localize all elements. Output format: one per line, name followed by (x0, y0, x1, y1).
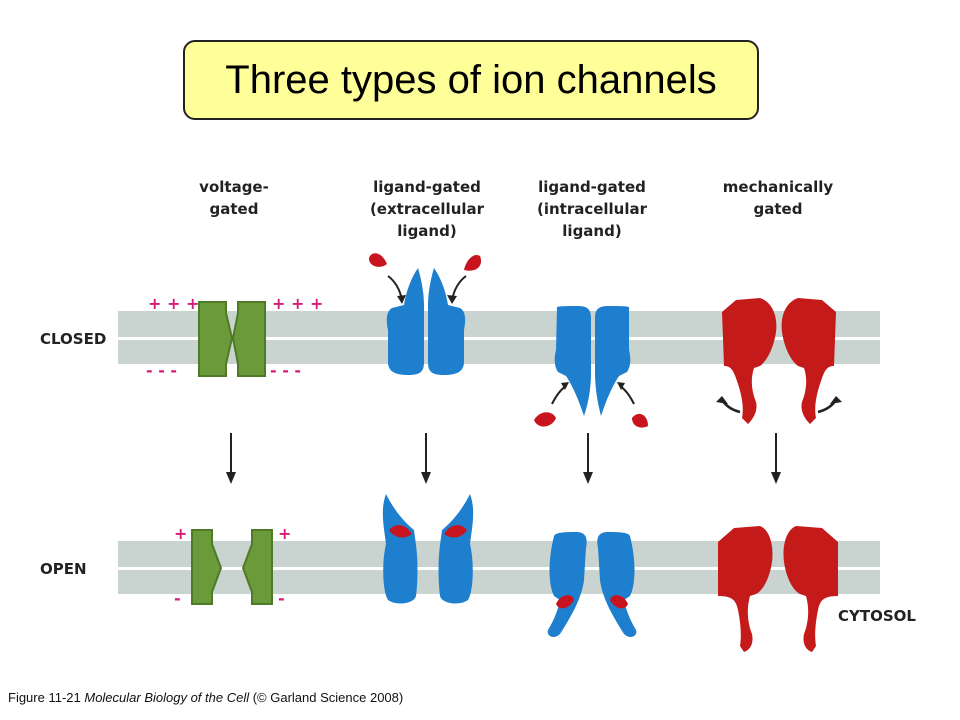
mechanical-channel-closed (722, 298, 836, 424)
down-arrow-icon (226, 472, 236, 484)
svg-text:gated: gated (754, 200, 803, 218)
figure-caption: Figure 11-21 Molecular Biology of the Ce… (8, 690, 403, 705)
arrowhead-icon (830, 396, 842, 404)
positive-charge-left-open: + (174, 524, 187, 543)
down-arrow-icon (583, 472, 593, 484)
negative-charge-left-open: - (174, 589, 181, 608)
svg-text:ligand): ligand) (562, 222, 621, 240)
bound-ligand (444, 525, 467, 538)
caption-book: Molecular Biology of the Cell (84, 690, 250, 705)
down-arrow-icon (771, 472, 781, 484)
label-ligand-gated-intracellular: ligand-gated (intracellular ligand) (537, 178, 648, 240)
row-label-open: OPEN (40, 560, 87, 578)
svg-text:mechanically: mechanically (723, 178, 834, 196)
title-box: Three types of ion channels (183, 40, 759, 120)
svg-text:voltage-: voltage- (199, 178, 269, 196)
voltage-channel-open (191, 529, 273, 605)
label-voltage-gated: voltage- gated (199, 178, 269, 218)
caption-credit: (© Garland Science 2008) (249, 690, 404, 705)
ligand-drop-extra-right (464, 254, 482, 271)
ligand-intra-channel-open (547, 532, 637, 637)
negative-charge-right-open: - (278, 589, 285, 608)
ligand-extra-channel-open (382, 494, 474, 604)
svg-text:gated: gated (210, 200, 259, 218)
svg-text:ligand-gated: ligand-gated (538, 178, 646, 196)
cytosol-label: CYTOSOL (838, 607, 916, 625)
arrow-icon (619, 385, 635, 405)
arrowhead-icon (447, 295, 457, 304)
row-label-closed: CLOSED (40, 330, 106, 348)
svg-text:(extracellular: (extracellular (370, 200, 485, 218)
ligand-drop-extra-left (368, 253, 387, 267)
ligand-drop-intra-right (632, 413, 648, 428)
ligand-intra-channel-closed (554, 306, 631, 416)
ligand-drop-intra-left (534, 412, 556, 427)
arrowhead-icon (397, 295, 406, 304)
arrowhead-icon (561, 382, 569, 390)
negative-charges-left-closed: - - - (146, 361, 177, 380)
positive-charges-left-closed: + + + (148, 294, 199, 313)
svg-text:(intracellular: (intracellular (537, 200, 648, 218)
bound-ligand (389, 525, 412, 538)
arrowhead-icon (716, 396, 728, 404)
caption-figure: Figure 11-21 (8, 690, 85, 705)
label-ligand-gated-extracellular: ligand-gated (extracellular ligand) (370, 178, 485, 240)
label-mechanically-gated: mechanically gated (723, 178, 834, 218)
down-arrow-icon (421, 472, 431, 484)
svg-text:ligand-gated: ligand-gated (373, 178, 481, 196)
bound-ligand (610, 595, 628, 609)
page-title: Three types of ion channels (225, 57, 717, 102)
transition-arrows (230, 433, 777, 474)
bound-ligand (556, 595, 574, 609)
positive-charges-right-closed: + + + (272, 294, 323, 313)
negative-charges-right-closed: - - - (270, 361, 301, 380)
mechanical-channel-open (718, 526, 838, 652)
arrowhead-icon (617, 382, 625, 390)
arrow-icon (551, 385, 567, 405)
voltage-channel-closed (198, 301, 266, 377)
ligand-extra-channel-closed (386, 268, 466, 375)
positive-charge-right-open: + (278, 524, 291, 543)
svg-text:ligand): ligand) (397, 222, 456, 240)
